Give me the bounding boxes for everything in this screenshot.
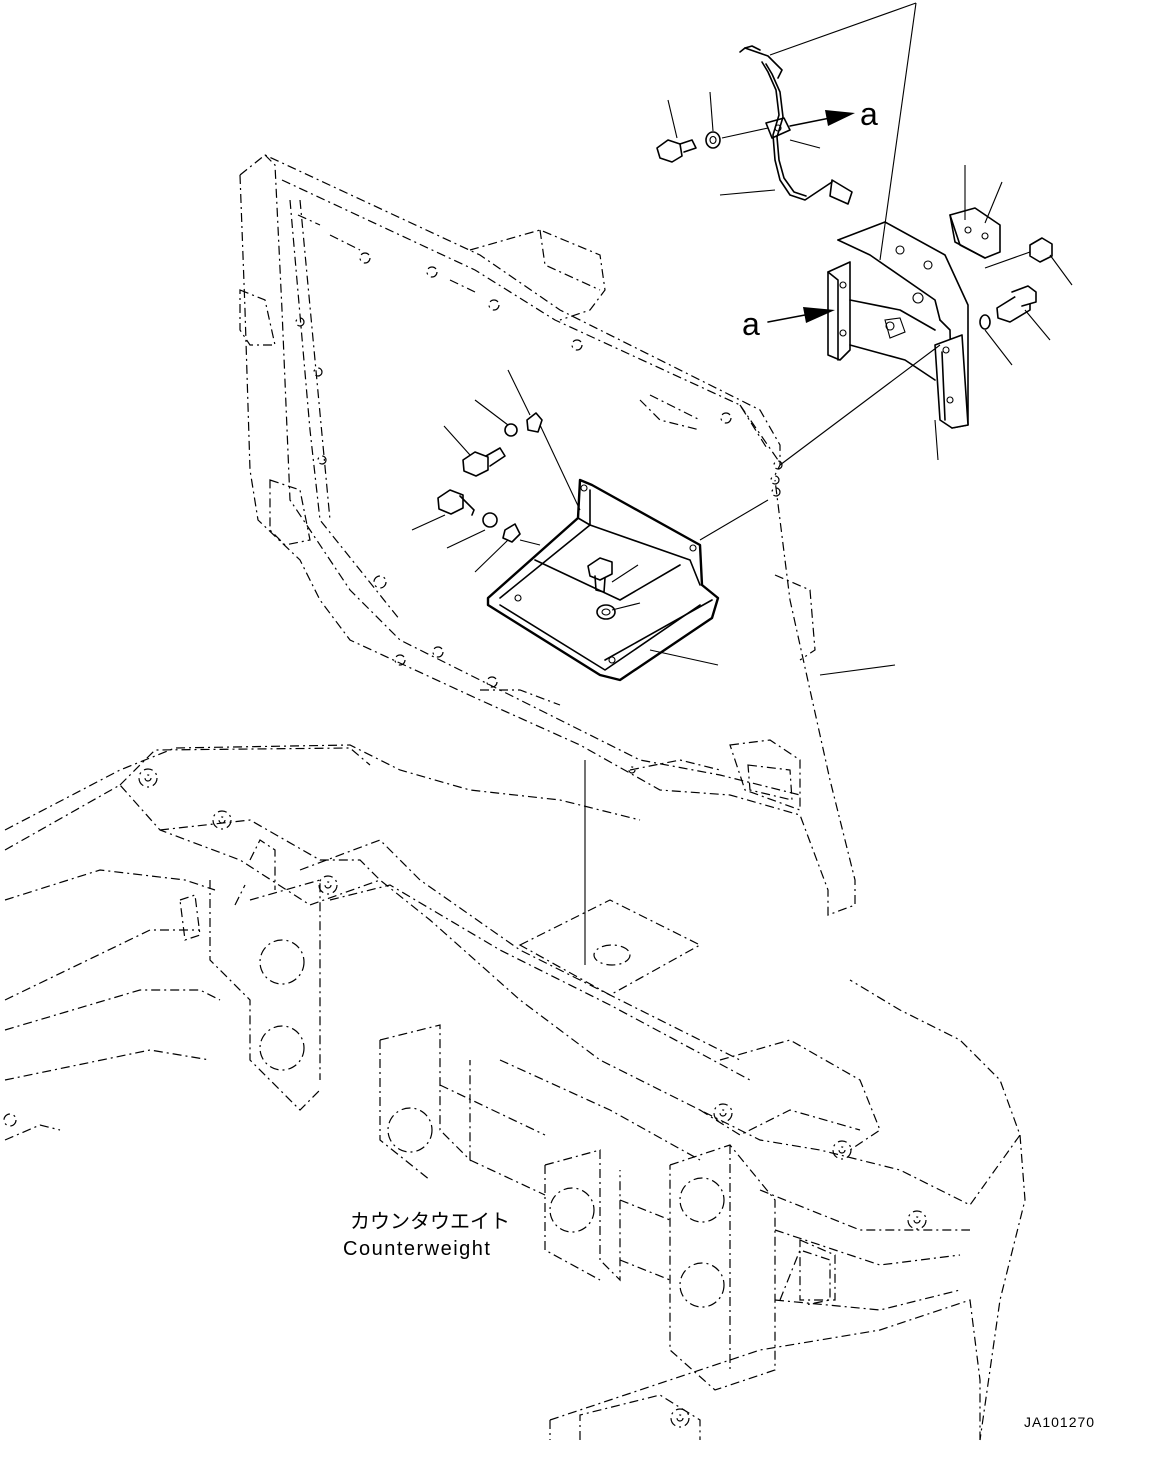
top-bolt <box>656 91 821 196</box>
labels: カウンタウエイト Counterweight JA101270 <box>343 1210 1095 1430</box>
connector-block <box>949 165 1073 366</box>
detail-arrow-left: a <box>742 306 835 342</box>
counterweight-frame <box>3 744 1026 1441</box>
detail-arrow-top: a <box>789 96 878 132</box>
drawing-code: JA101270 <box>1024 1414 1095 1430</box>
ecu-tray <box>486 478 769 682</box>
detail-marker-top: a <box>860 96 878 132</box>
wire-harness <box>739 2 917 205</box>
panel-frame <box>239 154 896 916</box>
detail-marker-left: a <box>742 306 760 342</box>
counterweight-label-en: Counterweight <box>343 1238 491 1260</box>
mounting-bolts <box>411 369 581 573</box>
controller-bracket <box>779 2 969 466</box>
counterweight-label-ja: カウンタウエイト <box>350 1210 510 1233</box>
